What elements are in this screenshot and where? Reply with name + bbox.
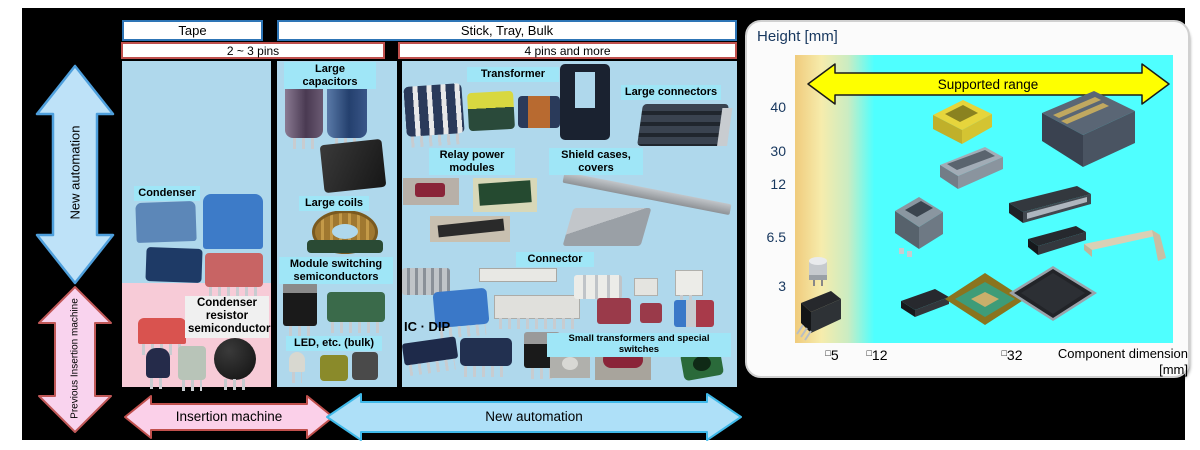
shield-cover-box: [562, 208, 652, 246]
new-automation-horizontal-label: New automation: [485, 409, 583, 424]
transformer-label: Transformer: [467, 67, 559, 82]
transformer-orange-winding: [518, 96, 560, 128]
square-symbol: □: [825, 348, 831, 358]
transistor-leads: [289, 326, 311, 337]
led-etc-bulk-label: LED, etc. (bulk): [286, 336, 382, 351]
condenser-label: Condenser: [134, 186, 200, 201]
toroidal-coil: [307, 210, 383, 254]
black-electrolytic-capacitor: [214, 338, 256, 390]
green-switch-module: [327, 292, 385, 333]
current-transformer-black: [560, 64, 610, 140]
capacitor-leads: [182, 380, 202, 391]
square-symbol: □: [866, 348, 872, 358]
module-switching-label: Module switching semiconductors: [279, 257, 393, 285]
header-4-pins-more: 4 pins and more: [398, 42, 737, 59]
square-symbol: □: [1001, 348, 1007, 358]
connector-label: Connector: [516, 252, 594, 267]
chart-plot-area: [795, 55, 1173, 343]
relay-dark-body: [437, 218, 505, 238]
x-axis-label-line1: Component dimension: [1057, 346, 1188, 361]
black-film-capacitor: [319, 138, 387, 194]
connector-white-bar: [494, 295, 580, 329]
header-4-pins-more-label: 4 pins and more: [524, 43, 611, 58]
y-tick-3: 3: [778, 278, 786, 294]
connector-white-header: [479, 268, 557, 282]
x-tick-32: □32: [990, 347, 1034, 363]
led-white: [289, 352, 305, 383]
header-stick-tray-bulk-label: Stick, Tray, Bulk: [460, 23, 554, 38]
condenser-resistor-semiconductor-label: Condenser resistor semiconductor: [185, 296, 270, 338]
large-coils-label: Large coils: [299, 196, 369, 211]
insertion-machine-label: Insertion machine: [175, 409, 283, 424]
x-tick-5-value: 5: [830, 347, 839, 363]
shield-cases-covers-label: Shield cases, covers: [549, 148, 643, 176]
connector-grey-ribbed: [402, 268, 450, 295]
supported-range-label: Supported range: [937, 77, 1039, 92]
header-stick-tray-bulk: Stick, Tray, Bulk: [277, 20, 737, 41]
film-capacitor-navy: [145, 247, 203, 283]
connector-white-cube: [634, 278, 658, 296]
electrolytic-capacitor-purple: [285, 80, 323, 149]
relay-body: [415, 183, 445, 197]
chart-title: Height [mm]: [757, 28, 838, 45]
connector-white-angled: [675, 270, 703, 306]
connector-red-block: [597, 298, 631, 324]
x-tick-32-value: 32: [1006, 347, 1023, 363]
coil-center-hole: [332, 224, 358, 239]
power-module-pcb: [478, 180, 532, 206]
header-2-3-pins: 2 ~ 3 pins: [121, 42, 385, 59]
transformer-striped: [403, 83, 465, 148]
large-connector-photo: [637, 104, 733, 146]
capacitor-leads: [293, 138, 315, 149]
resistor-red-capacitor: [138, 318, 186, 355]
capacitor-leads: [150, 378, 166, 389]
transformer-yellow-core: [467, 90, 515, 132]
x-tick-12-value: 12: [871, 347, 888, 363]
led-leads: [292, 372, 302, 383]
led-yellow: [320, 355, 348, 381]
small-grey-film-capacitor: [178, 346, 206, 391]
new-automation-vertical-label: New automation: [67, 125, 83, 220]
capacitor-leads: [224, 379, 246, 390]
header-tape-label: Tape: [178, 23, 207, 38]
previous-insertion-label: Previous Insertion machine: [69, 298, 81, 419]
film-capacitor-blue: [135, 200, 197, 244]
x-axis-label: Component dimension [mm]: [1040, 346, 1188, 377]
connector-red-cube: [640, 303, 662, 323]
ic-dip-label: IC · DIP: [404, 319, 451, 334]
bridge-rectifier: [460, 338, 512, 377]
relay-module-photo-2: [430, 216, 510, 242]
bridge-leads: [464, 366, 508, 377]
large-capacitors-label: Large capacitors: [284, 62, 376, 90]
x-tick-5: □5: [812, 347, 852, 363]
x-tick-12: □12: [855, 347, 899, 363]
y-tick-30: 30: [770, 143, 786, 159]
connector-multicolor: [674, 300, 714, 327]
connector-pins: [499, 318, 575, 329]
ct-window: [575, 72, 595, 108]
relay-power-modules-label: Relay power modules: [429, 148, 515, 176]
film-capacitor-large-blue: [203, 194, 263, 249]
to220-leads: [531, 368, 553, 379]
led-black: [352, 352, 378, 380]
small-navy-capacitor: [146, 348, 170, 389]
power-module-photo: [473, 178, 537, 212]
to220-transistor: [283, 282, 317, 337]
transformer-winding: [691, 354, 713, 373]
relay-photo: [403, 178, 459, 205]
small-transformers-label: Small transformers and special switches: [547, 333, 731, 357]
x-axis-label-line2: [mm]: [1159, 361, 1188, 377]
connector-white-block: [574, 275, 622, 299]
header-tape: Tape: [122, 20, 263, 41]
capacitor-leads: [209, 287, 259, 298]
y-tick-40: 40: [770, 99, 786, 115]
large-connectors-label: Large connectors: [621, 85, 721, 100]
y-tick-6-5: 6.5: [766, 229, 786, 245]
coil-base: [307, 240, 383, 253]
header-2-3-pins-label: 2 ~ 3 pins: [226, 43, 280, 58]
switch-button: [562, 357, 578, 370]
module-leads: [331, 322, 381, 333]
y-tick-12: 12: [770, 176, 786, 192]
film-capacitor-red: [205, 253, 263, 298]
